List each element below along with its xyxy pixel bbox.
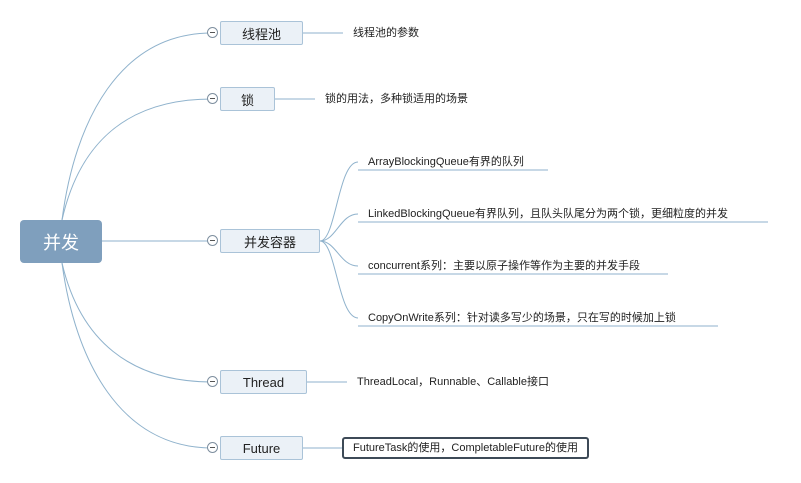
connector-containers-leaf-3 [319,240,359,267]
connector-root-future [61,262,213,449]
collapse-toggle-icon[interactable] [207,376,218,387]
collapse-toggle-icon[interactable] [207,442,218,453]
topic-future[interactable]: Future [220,436,303,460]
leaf-copy-on-write[interactable]: CopyOnWrite系列：针对读多写少的场景，只在写的时候加上锁 [368,312,676,324]
connector-containers-leaf-1 [319,161,359,242]
topic-concurrent-containers[interactable]: 并发容器 [220,229,320,253]
connector-root-lock [61,98,213,221]
collapse-toggle-icon[interactable] [207,93,218,104]
collapse-toggle-icon[interactable] [207,235,218,246]
leaf-future-task-selected[interactable]: FutureTask的使用，CompletableFuture的使用 [342,437,589,459]
topic-thread[interactable]: Thread [220,370,307,394]
root-topic[interactable]: 并发 [20,220,102,263]
collapse-toggle-icon[interactable] [207,27,218,38]
leaf-linked-blocking-queue[interactable]: LinkedBlockingQueue有界队列，且队头队尾分为两个锁，更细粒度的… [368,208,729,220]
connector-root-thread [61,262,213,383]
connector-containers-leaf-2 [319,213,359,242]
topic-thread-pool[interactable]: 线程池 [220,21,303,45]
connector-containers-leaf-4 [319,240,359,319]
leaf-lock-usage[interactable]: 锁的用法，多种锁适用的场景 [325,93,468,105]
topic-lock[interactable]: 锁 [220,87,275,111]
leaf-array-blocking-queue[interactable]: ArrayBlockingQueue有界的队列 [368,156,524,168]
leaf-thread-local[interactable]: ThreadLocal，Runnable、Callable接口 [357,376,549,388]
connector-root-thread-pool [61,32,213,221]
leaf-thread-pool-params[interactable]: 线程池的参数 [353,27,419,39]
leaf-concurrent-series[interactable]: concurrent系列：主要以原子操作等作为主要的并发手段 [368,260,640,272]
